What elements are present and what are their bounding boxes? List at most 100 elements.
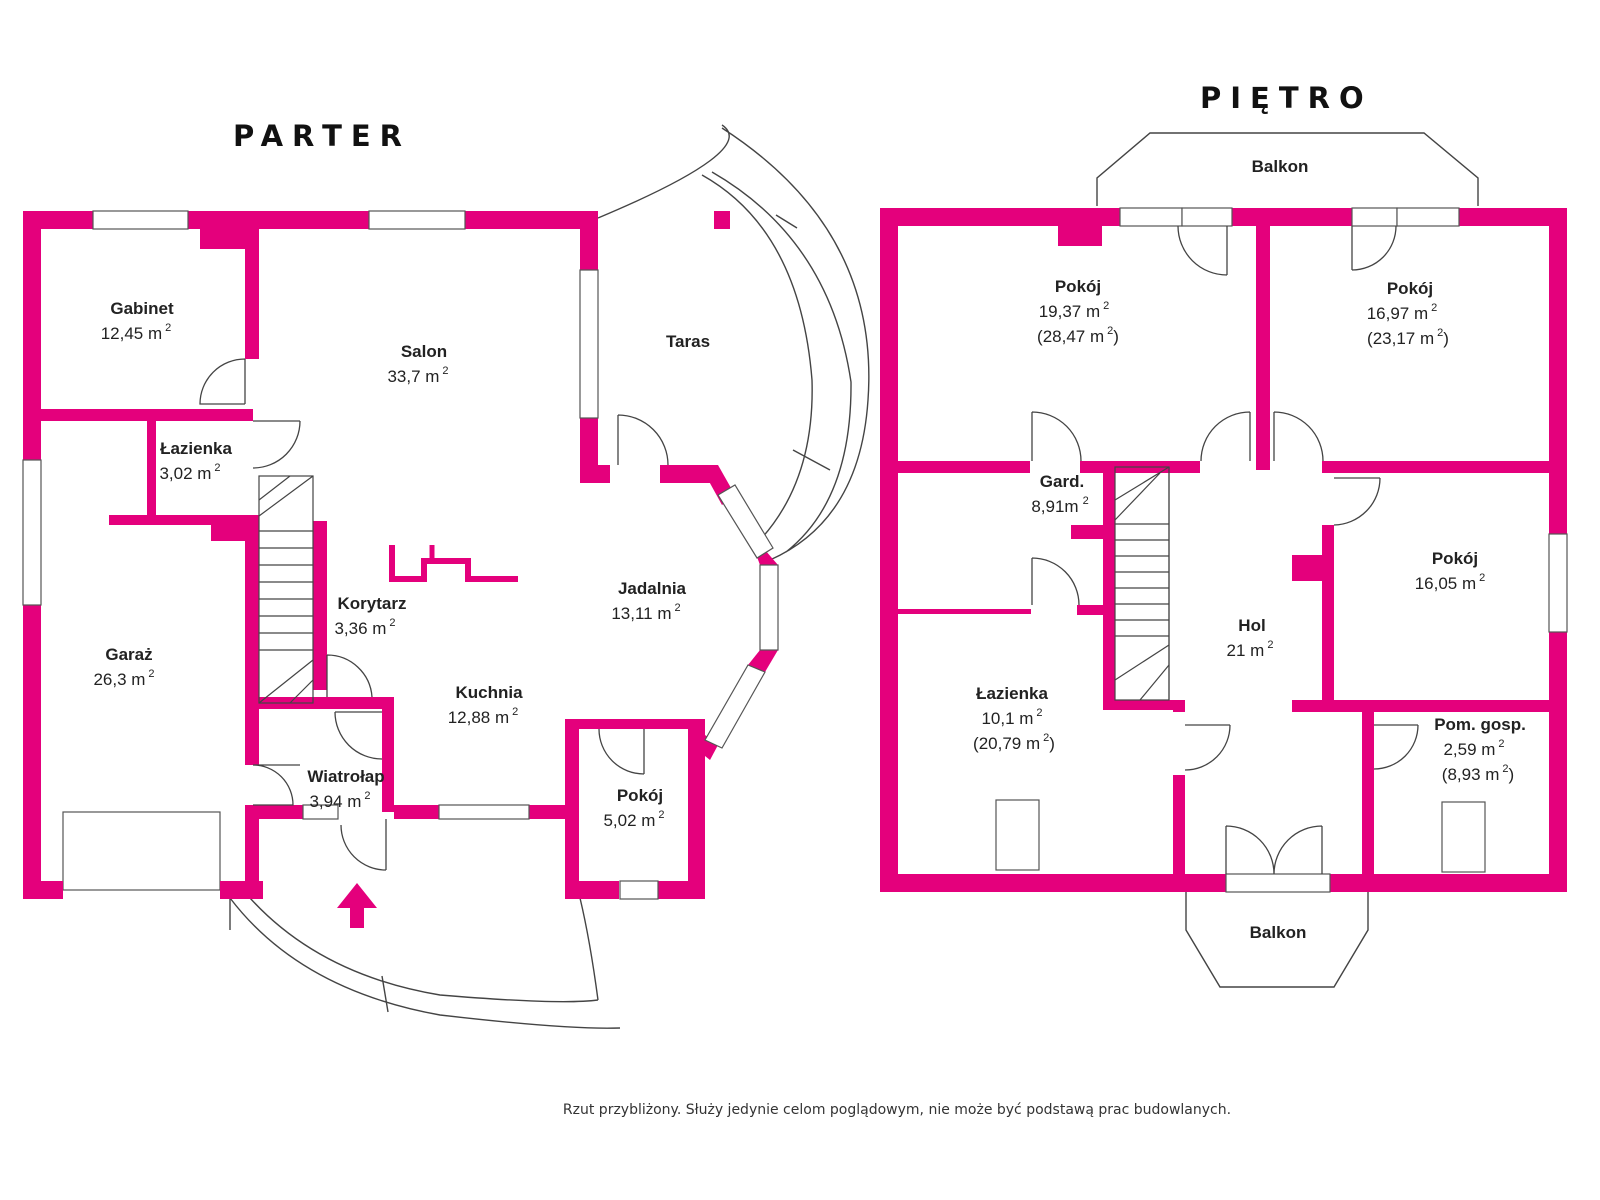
window xyxy=(1225,873,1331,893)
wall xyxy=(898,461,1030,473)
wall xyxy=(245,805,259,899)
wall xyxy=(109,515,253,525)
window xyxy=(438,804,530,820)
terrace-arc-outer xyxy=(597,124,870,561)
room-name: Kuchnia xyxy=(455,683,523,702)
room-name: Łazienka xyxy=(160,439,232,458)
door-swing xyxy=(1351,225,1397,271)
door-swing xyxy=(598,728,645,775)
room-name: Taras xyxy=(666,332,710,351)
door-swing xyxy=(1225,825,1323,875)
terrace-segment xyxy=(775,214,798,229)
ground-floor-title: PARTER xyxy=(233,119,411,153)
roof-window xyxy=(995,799,1040,871)
wall xyxy=(1173,775,1185,880)
wall xyxy=(1330,874,1567,892)
wall xyxy=(253,805,303,819)
window xyxy=(1181,207,1233,227)
wall xyxy=(898,609,1031,614)
room-name: Wiatrołap xyxy=(307,767,384,786)
room-name: Balkon xyxy=(1250,923,1307,942)
wall xyxy=(1322,525,1334,710)
wall xyxy=(880,874,1230,892)
balcony-top-outline xyxy=(1096,132,1479,206)
room-name: Balkon xyxy=(1252,157,1309,176)
entrance-arc xyxy=(229,897,621,1029)
window xyxy=(704,664,766,749)
wall xyxy=(700,735,718,760)
wall xyxy=(394,805,439,819)
door-swing xyxy=(1177,225,1228,276)
room-name: Garaż xyxy=(105,645,152,664)
door-swing xyxy=(252,764,300,806)
garage-door xyxy=(62,811,221,891)
door-swing xyxy=(340,819,387,871)
wall xyxy=(880,208,898,892)
balcony-bottom-outline xyxy=(1185,892,1369,988)
wall xyxy=(580,465,610,483)
wall xyxy=(23,881,63,899)
wall xyxy=(579,881,619,899)
wall xyxy=(1173,700,1185,712)
window xyxy=(579,269,599,419)
room-name: Korytarz xyxy=(338,594,407,613)
roof-window xyxy=(1441,801,1486,873)
wall xyxy=(313,640,327,690)
wall xyxy=(382,697,394,812)
room-name: Pom. gosp. xyxy=(1434,715,1526,734)
door-swing xyxy=(1333,477,1381,526)
upper-floor-title: PIĘTRO xyxy=(1200,81,1373,115)
wall xyxy=(1292,555,1334,581)
door-swing xyxy=(1031,557,1080,606)
door-swing xyxy=(1273,411,1324,462)
wall xyxy=(1362,712,1374,874)
room-name: Pokój xyxy=(1055,277,1101,296)
window xyxy=(759,564,779,651)
wall xyxy=(660,465,710,483)
wall xyxy=(565,719,705,729)
wall xyxy=(1292,700,1549,712)
door-swing xyxy=(334,711,383,760)
window xyxy=(1351,207,1398,227)
wall xyxy=(1103,700,1183,710)
chimney-mark xyxy=(714,211,730,229)
entrance-step xyxy=(381,975,389,1013)
ground-floor-plan xyxy=(22,124,870,1029)
room-name: Pokój xyxy=(617,786,663,805)
room-name: Salon xyxy=(401,342,447,361)
entrance-arrow-icon xyxy=(337,883,377,928)
window xyxy=(22,459,42,606)
door-swing xyxy=(1031,411,1082,462)
wall xyxy=(200,229,252,249)
window xyxy=(302,804,339,820)
room-name: Jadalnia xyxy=(618,579,687,598)
window xyxy=(92,210,189,230)
wall xyxy=(1256,226,1270,470)
terrace-segment xyxy=(792,449,831,471)
door-swing xyxy=(199,358,246,405)
room-name: Pokój xyxy=(1432,549,1478,568)
wall xyxy=(245,229,259,359)
wall xyxy=(1103,473,1115,710)
door-swing xyxy=(617,414,669,466)
door-swing xyxy=(1373,724,1419,770)
window xyxy=(368,210,466,230)
wall xyxy=(147,409,156,519)
